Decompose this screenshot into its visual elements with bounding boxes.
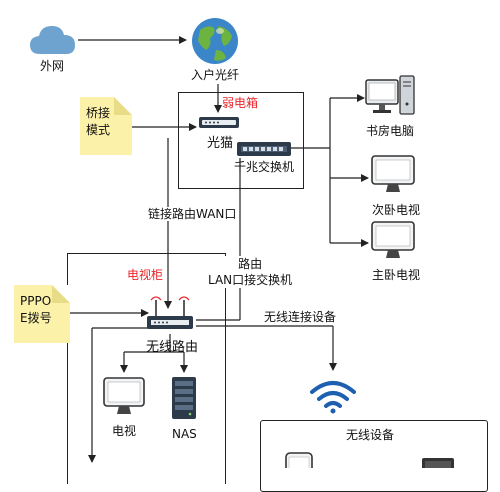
connection-lines bbox=[70, 36, 369, 463]
wan-link-label: 链接路由WAN口 bbox=[146, 207, 239, 221]
switch-icon bbox=[236, 139, 292, 159]
wireless-router-icon bbox=[144, 294, 196, 334]
phone-icon bbox=[284, 451, 314, 468]
cloud-icon bbox=[28, 22, 78, 56]
switch-label: 千兆交换机 bbox=[234, 160, 295, 174]
router-lan-line1: 路由 bbox=[238, 257, 263, 271]
weak-box-container bbox=[178, 92, 304, 189]
tv-cabinet-label: 电视柜 bbox=[127, 268, 164, 282]
pppoe-note-line1: PPPO bbox=[20, 294, 52, 308]
nas-server-icon bbox=[171, 376, 197, 420]
router-lan-line2: LAN口接交换机 bbox=[208, 273, 293, 287]
pppoe-note-line2: E拨号 bbox=[20, 311, 52, 325]
tv-cabinet-container bbox=[67, 253, 226, 484]
tablet-icon bbox=[420, 456, 456, 468]
cloud-label: 外网 bbox=[40, 59, 65, 73]
tv-icon bbox=[102, 376, 146, 418]
fiber-label: 入户光纤 bbox=[191, 68, 240, 82]
monitor-icon bbox=[370, 154, 416, 196]
master-tv-label: 主卧电视 bbox=[372, 268, 421, 282]
wifi-icon bbox=[308, 378, 358, 414]
tv-label: 电视 bbox=[112, 424, 137, 438]
bridge-note-line2: 模式 bbox=[86, 123, 111, 137]
globe-icon bbox=[190, 16, 240, 66]
weak-box-label: 弱电箱 bbox=[222, 96, 259, 110]
wireless-connect-label: 无线连接设备 bbox=[262, 310, 339, 324]
modem-label: 光猫 bbox=[207, 136, 234, 151]
study-pc-label: 书房电脑 bbox=[366, 124, 415, 138]
wireless-devices-label: 无线设备 bbox=[346, 428, 395, 442]
wireless-router-label: 无线路由 bbox=[146, 340, 199, 355]
monitor-icon bbox=[370, 220, 416, 262]
router-lan-label: 路由 LAN口接交换机 bbox=[208, 256, 293, 288]
bridge-note-line1: 桥接 bbox=[86, 106, 111, 120]
pppoe-note: PPPO E拨号 bbox=[14, 285, 70, 343]
bridge-mode-note: 桥接 模式 bbox=[80, 97, 132, 155]
second-tv-label: 次卧电视 bbox=[372, 203, 421, 217]
nas-label: NAS bbox=[172, 427, 197, 441]
desktop-pc-icon bbox=[364, 74, 416, 118]
modem-icon bbox=[198, 114, 240, 130]
